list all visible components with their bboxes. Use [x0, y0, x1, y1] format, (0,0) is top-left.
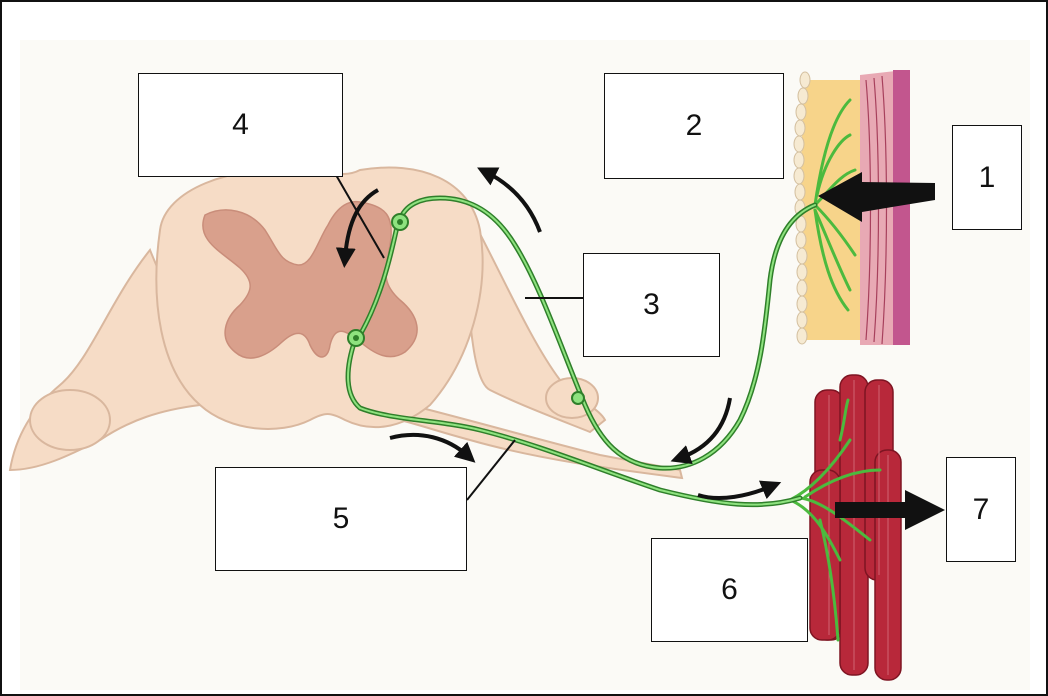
motor-neuron [347, 339, 801, 506]
dorsal-root [458, 213, 607, 434]
leader-5 [466, 439, 516, 501]
muscle-layer-skin [893, 70, 910, 345]
label-box-2[interactable]: 2 [604, 73, 784, 179]
sensory-cell-body [571, 391, 585, 405]
label-3-text: 3 [643, 288, 660, 321]
arrow-ventral [389, 432, 476, 463]
label-7-text: 7 [972, 492, 990, 526]
arrow-to-muscle [697, 480, 782, 500]
gray-matter [202, 200, 418, 359]
arrow-sensory-down [670, 397, 732, 465]
sensory-neuron [399, 196, 816, 470]
label-1-text: 1 [978, 160, 996, 194]
sensory-nerve-endings [813, 98, 857, 312]
label-box-7[interactable]: 7 [946, 457, 1016, 562]
interneuron [359, 221, 399, 336]
leader-4 [335, 174, 385, 259]
label-box-4[interactable]: 4 [138, 73, 343, 177]
muscle-striations [828, 380, 889, 675]
label-box-3[interactable]: 3 [583, 253, 720, 357]
label-6-text: 6 [721, 573, 738, 606]
muscle-tissue [788, 374, 902, 681]
label-box-6[interactable]: 6 [651, 538, 808, 642]
synapse-lower-core [353, 335, 359, 341]
label-5-text: 5 [332, 502, 350, 535]
epidermis-cells [793, 71, 811, 345]
label-box-1[interactable]: 1 [952, 125, 1022, 230]
response-arrow [835, 490, 945, 530]
leader-lines [335, 174, 583, 501]
skin-fat-layer [800, 80, 870, 340]
arrow-up-dorsal [477, 167, 542, 233]
arrow-into-cord [335, 188, 380, 268]
label-2-text: 2 [685, 109, 703, 142]
block-arrows [818, 172, 945, 530]
label-box-5[interactable]: 5 [215, 467, 467, 571]
direction-arrows [335, 167, 782, 500]
reflex-arc-pathway [345, 195, 818, 508]
ventral-root [398, 403, 684, 480]
stimulus-arrow [818, 172, 935, 222]
synapse-upper-core [397, 219, 403, 225]
left-ganglion [29, 389, 111, 451]
skin-tissue [793, 70, 910, 345]
label-4-text: 4 [232, 108, 249, 141]
synapses [347, 213, 585, 405]
